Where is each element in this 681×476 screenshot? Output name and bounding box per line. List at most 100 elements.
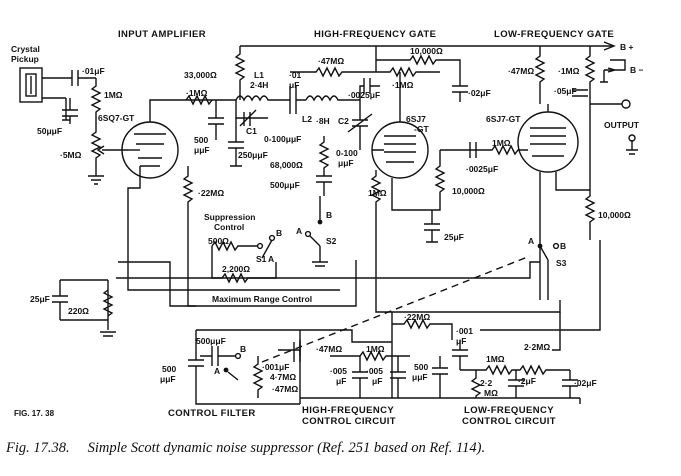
terminal-b-minus: B −: [630, 65, 644, 75]
label-tube-v2-2: -GT: [414, 124, 429, 134]
label-r-47m-f: 4·7MΩ: [270, 372, 296, 382]
label-r-22m: ·22MΩ: [198, 188, 224, 198]
cap-0025-lf-symbol: [440, 142, 477, 158]
switch-f-contact-a: [223, 367, 229, 373]
resistor-1m-cath-symbol: [370, 170, 382, 260]
resistor-10k-top-symbol: [376, 54, 461, 86]
label-c-500puf-a: 500: [194, 135, 208, 145]
label-c2-unit: μμF: [338, 158, 354, 168]
label-r-1m-grid: 1MΩ: [492, 138, 511, 148]
resistor-10k-mid-symbol: [434, 150, 446, 200]
cap-01uf-input-symbol: [71, 70, 79, 86]
terminal-b-plus: B +: [620, 42, 634, 52]
cap-001-ctl-symbol: [452, 340, 468, 370]
figure-id-label: FIG. 17. 38: [14, 409, 55, 418]
label-c-500puf-a2: μμF: [194, 145, 210, 155]
tube-v3-leads: [539, 104, 590, 240]
resistor-1m-lf-symbol: [584, 46, 622, 105]
label-r-1m-hf: ·1MΩ: [392, 80, 414, 90]
label-c-500puf-f: 500μμF: [196, 336, 226, 346]
label-c1-name: C1: [246, 126, 257, 136]
resistor-1m-plate-symbol: [185, 94, 213, 106]
label-c-0025-hf: ·0025μF: [348, 90, 380, 100]
resistor-220-symbol: [102, 289, 114, 317]
resistor-10k-right-symbol: [584, 104, 596, 240]
label-tube-v1: 6SQ7-GT: [98, 113, 135, 123]
resistor-22m-lfc-b-symbol: [470, 370, 482, 398]
label-c-500-ctl2: μμF: [412, 372, 428, 382]
label-l1-name: L1: [254, 70, 264, 80]
resistor-47m-f-symbol: [252, 356, 264, 398]
switch-s2-contact-a: [304, 230, 312, 238]
lf-control-ground-bus: [440, 397, 581, 404]
label-c-005b: ·005: [366, 366, 383, 376]
label-r-47m-lf: ·47MΩ: [508, 66, 534, 76]
resistor-1m-grid-symbol: [470, 144, 528, 156]
suppression-label-1: Suppression: [204, 212, 255, 222]
label-r-10k-right: 10,000Ω: [598, 210, 631, 220]
label-tube-v2-1: 6SJ7: [406, 114, 426, 124]
ground-input: [88, 175, 104, 185]
label-s3-a: A: [528, 236, 534, 246]
resistor-1m-input-symbol: [90, 78, 102, 120]
header-low-frequency-gate: LOW-FREQUENCY GATE: [494, 29, 614, 40]
label-c-05uf: ·05μF: [554, 86, 577, 96]
switch-s1-contact-a: [256, 242, 264, 250]
label-c-250puf: 250μμF: [238, 150, 268, 160]
label-s2-b: B: [326, 210, 332, 220]
label-r-1m-in: 1MΩ: [104, 90, 123, 100]
cap-500-ctl-symbol: [432, 356, 448, 398]
cap-01uf-b-symbol: [276, 86, 306, 114]
switch-s1-contact-b: [268, 234, 276, 242]
label-c-25uf-left: 25μF: [30, 294, 50, 304]
cap-02uf-lfc-symbol: [562, 370, 578, 398]
caption-text: Simple Scott dynamic noise suppressor (R…: [87, 440, 486, 456]
lf-ctl-link: [552, 312, 561, 351]
label-c-001-ctl: ·001: [456, 326, 473, 336]
ganged-switch-link: [261, 255, 531, 363]
label-r-1m-cath: 1MΩ: [368, 188, 387, 198]
resistor-33k-symbol: [234, 46, 246, 100]
pot-05m-symbol: [90, 120, 102, 176]
pot-500-symbol: [211, 240, 258, 252]
label-c-001uf: ·001μF: [262, 362, 289, 372]
cap-2uf-symbol: [508, 370, 524, 398]
header-control-filter: CONTROL FILTER: [168, 408, 256, 419]
label-r-10k-mid: 10,000Ω: [452, 186, 485, 196]
resistor-47m-lf-symbol: [534, 46, 546, 104]
pot-arrow: [96, 145, 105, 155]
inductor-l1-symbol: [226, 95, 276, 102]
switch-s3-contact-b: [552, 242, 560, 250]
label-r-1m-plate: ·1MΩ: [186, 88, 208, 98]
cap-02uf-top-symbol: [452, 85, 468, 102]
label-tube-v3: 6SJ7-GT: [486, 114, 521, 124]
label-r-68k: 68,000Ω: [270, 160, 303, 170]
switch-s1-blade: [261, 239, 273, 259]
label-c-01uf-b2: μF: [289, 80, 299, 90]
label-c-50puf: 50μμF: [37, 126, 62, 136]
resistor-22m-symbol: [182, 166, 194, 236]
label-s1-b: B: [276, 228, 282, 238]
label-max-range: Maximum Range Control: [212, 294, 312, 304]
b-minus-lead: [607, 59, 626, 73]
schematic-diagram: INPUT AMPLIFIER HIGH-FREQUENCY GATE LOW-…: [11, 29, 644, 427]
switch-s2-contact-b: [317, 219, 323, 225]
label-c-02uf-top: ·02μF: [468, 88, 491, 98]
label-c-01uf-b: ·01: [289, 70, 302, 80]
cathode-bus: [127, 236, 340, 291]
crystal-label-2: Pickup: [11, 54, 39, 64]
tube-v1-plate-lead: [149, 99, 226, 122]
cap-25uf-left-symbol: [52, 295, 68, 320]
cap-005a-symbol: [352, 356, 368, 398]
label-r-22m-lfc: 2·2MΩ: [524, 342, 550, 352]
label-c-500puf-b: 500μμF: [270, 180, 300, 190]
label-r-500-sup: 500Ω: [208, 236, 229, 246]
cap-500puf-b-symbol: [316, 175, 332, 196]
cap-005b-symbol: [390, 356, 406, 398]
label-s1: S1: [256, 254, 267, 264]
label-c1-val: 0-100μμF: [264, 134, 301, 144]
hf-control-bus: [299, 329, 392, 404]
resistor-1m-hf-symbol: [376, 66, 440, 78]
label-c-25uf-mid: 25μF: [444, 232, 464, 242]
caption-fig-number: Fig. 17.38.: [6, 440, 70, 456]
